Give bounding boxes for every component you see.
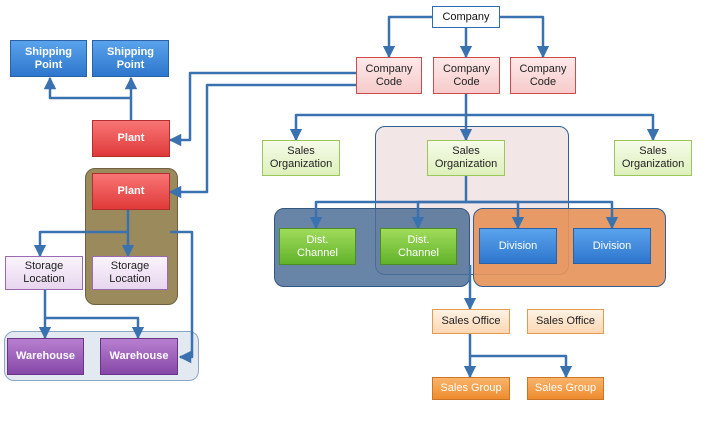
dist-channel-node-2: Dist.Channel xyxy=(380,228,457,265)
plant-node-1: Plant xyxy=(92,120,170,157)
sales-group-node-2: Sales Group xyxy=(527,377,604,400)
warehouse-node-1: Warehouse xyxy=(7,338,84,375)
sales-group-node-1: Sales Group xyxy=(432,377,510,400)
sales-office-node-1: Sales Office xyxy=(432,309,510,334)
plant-node-2: Plant xyxy=(92,173,170,210)
division-node-2: Division xyxy=(573,228,651,264)
sales-office-node-2: Sales Office xyxy=(527,309,604,334)
division-node-1: Division xyxy=(479,228,557,264)
company-node: Company xyxy=(432,6,500,28)
dist-channel-node-1: Dist.Channel xyxy=(279,228,356,265)
warehouse-node-2: Warehouse xyxy=(100,338,178,375)
